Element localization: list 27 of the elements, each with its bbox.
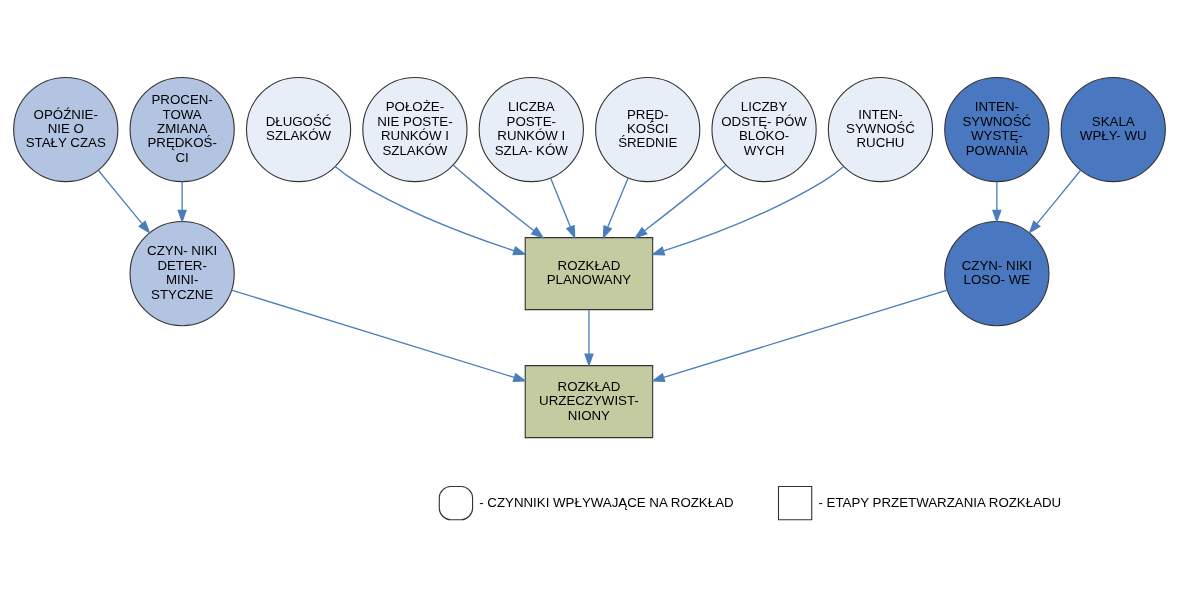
arrow: [650, 166, 845, 256]
node-circle: PROCEN- TOWA ZMIANA PRĘDKOŚ- CI: [129, 76, 235, 183]
arrow: [992, 181, 1002, 224]
node-box: ROZKŁAD PLANOWANY: [524, 237, 654, 311]
node-circle: INTEN- SYWNOŚĆ WYSTĘ- POWANIA: [944, 76, 1050, 183]
arrow: [97, 169, 151, 234]
node-circle: OPÓŹNIE- NIE O STAŁY CZAS: [13, 76, 119, 183]
arrow: [452, 164, 545, 239]
node-circle: POŁOŻE- NIE POSTE- RUNKÓW I SZLAKÓW: [362, 76, 468, 183]
node-circle: DŁUGOŚĆ SZLAKÓW: [245, 76, 352, 183]
arrow: [602, 177, 629, 240]
node-box: ROZKŁAD URZECZYWIST- NIONY: [524, 365, 654, 439]
arrow: [1028, 169, 1082, 234]
arrow: [334, 166, 527, 256]
legend-label: - CZYNNIKI WPŁYWAJĄCE NA ROZKŁAD: [479, 494, 734, 510]
node-circle: SKALA WPŁY- WU: [1060, 76, 1166, 183]
arrow: [584, 309, 594, 368]
node-circle: LICZBA POSTE- RUNKÓW I SZLA- KÓW: [478, 76, 584, 183]
node-circle: PRĘD- KOŚCI ŚREDNIE: [595, 76, 701, 183]
arrow: [230, 289, 528, 382]
arrow: [177, 181, 187, 224]
arrow: [633, 164, 727, 239]
node-circle: INTEN- SYWNOŚĆ RUCHU: [827, 76, 934, 183]
arrow: [651, 289, 948, 382]
node-circle: LICZBY ODSTĘ- PÓW BLOKO- WYCH: [711, 76, 817, 183]
arrow: [550, 177, 576, 240]
legend-label: - ETAPY PRZETWARZANIA ROZKŁADU: [818, 494, 1062, 510]
